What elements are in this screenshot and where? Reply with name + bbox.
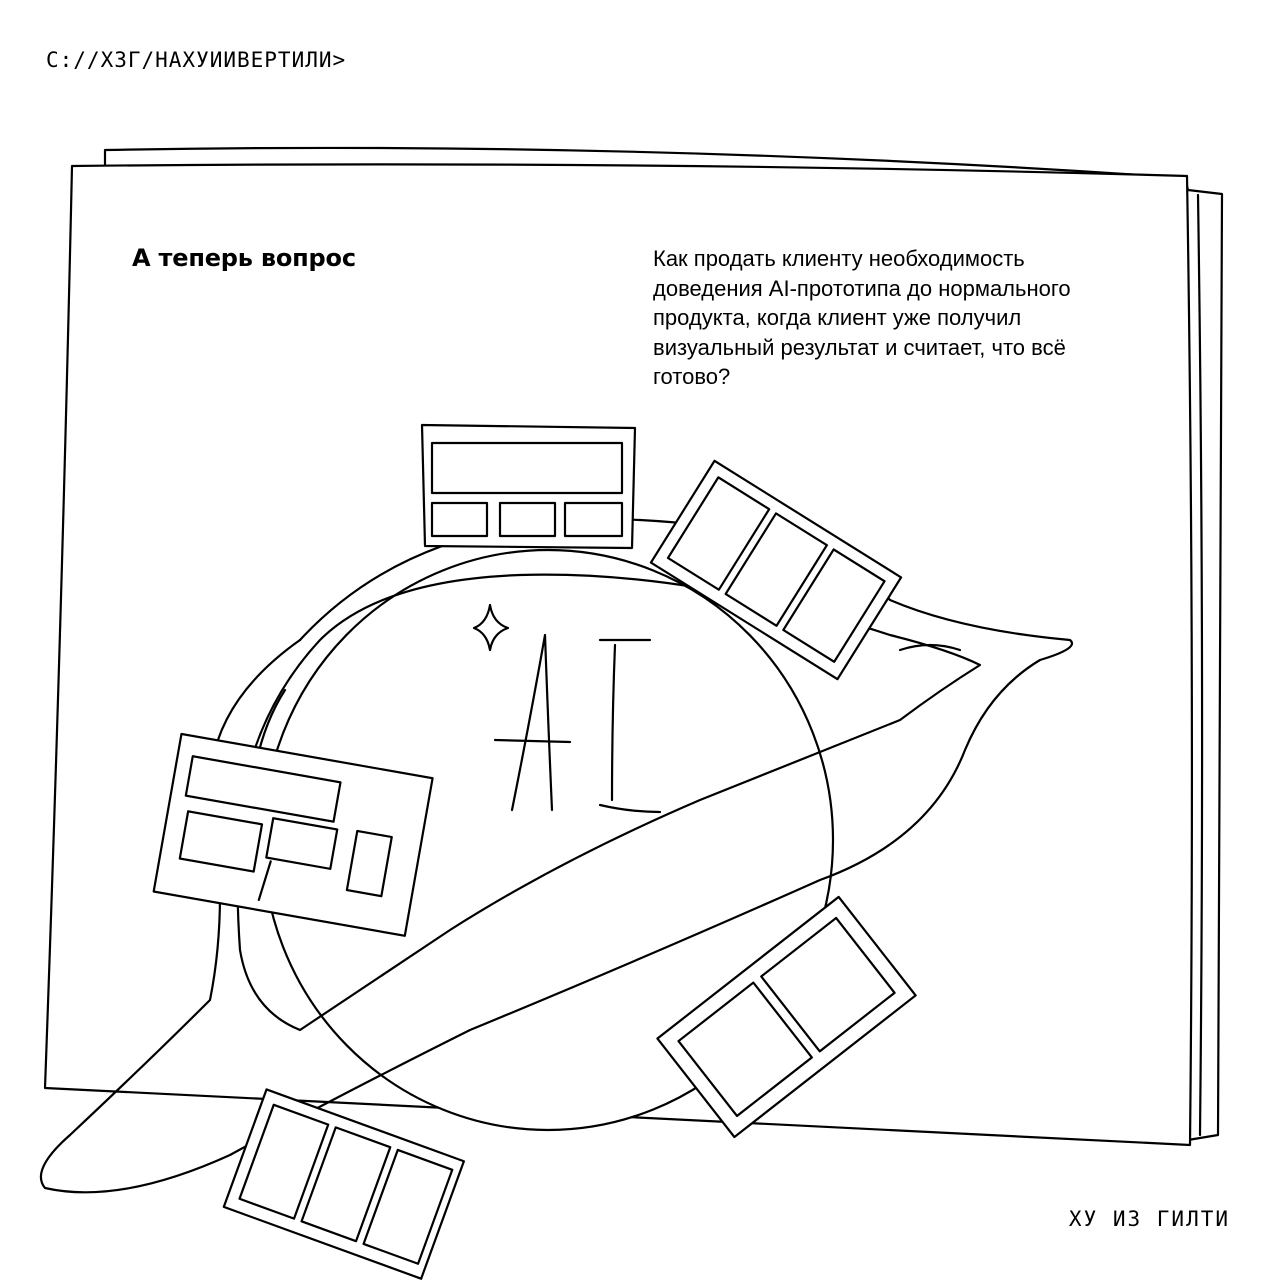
card-bottom-right (656, 895, 917, 1139)
signature: ХУ ИЗ ГИЛТИ (1068, 1207, 1230, 1231)
star-icon (472, 603, 510, 652)
slide-heading: А теперь вопрос (132, 244, 356, 272)
question-line: продукта, когда клиент уже получил (653, 305, 1022, 330)
question-line: готово? (653, 364, 731, 389)
question-line: Как продать клиенту необходимость (653, 246, 1025, 271)
card-top (420, 423, 637, 550)
ai-lettering (472, 603, 662, 814)
question-line: визуальный результат и считает, что всё (653, 334, 1066, 360)
card-bottom (222, 1088, 465, 1280)
card-left (152, 732, 434, 937)
question-text: Как продать клиенту необходимость доведе… (653, 244, 1153, 392)
breadcrumb-path: C://ХЗГ/НАХУИИВЕРТИЛИ> (46, 48, 347, 72)
card-top-right (649, 459, 903, 681)
question-line: доведения AI-прототипа до нормального (653, 275, 1071, 301)
